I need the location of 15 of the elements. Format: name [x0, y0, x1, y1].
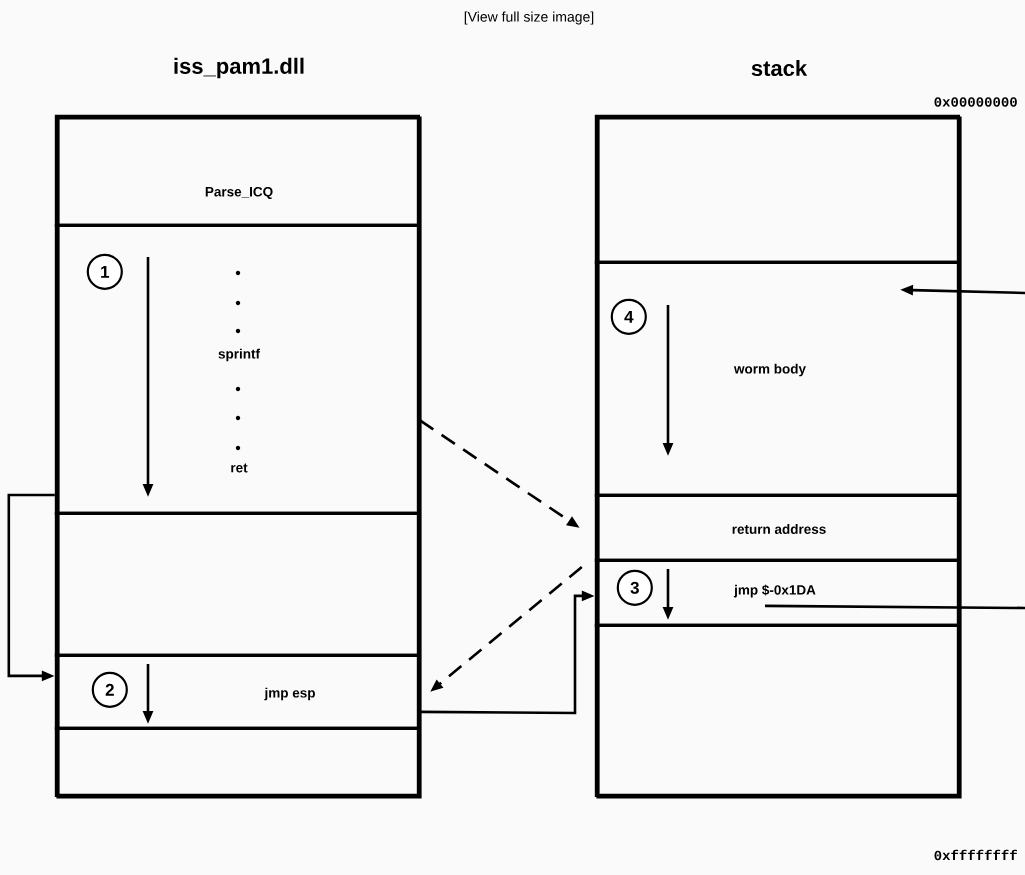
node-label: stack	[751, 59, 808, 77]
step-number: 4	[610, 298, 647, 335]
empty-section	[54, 511, 420, 657]
address-label: 0xffffffff	[934, 849, 1017, 861]
step-number: 1	[86, 253, 123, 290]
link-text: [View full size image]	[464, 11, 594, 25]
step-number: 2	[91, 671, 128, 708]
step-number: 3	[616, 569, 653, 606]
empty-section	[594, 623, 960, 797]
function-section: Parse_ICQ	[54, 114, 420, 227]
address-label: 0x00000000	[934, 97, 1017, 107]
empty-section	[54, 726, 420, 797]
address-section: return address	[594, 493, 960, 562]
empty-section	[594, 114, 960, 264]
node-label: iss_pam1.dll	[174, 57, 304, 79]
